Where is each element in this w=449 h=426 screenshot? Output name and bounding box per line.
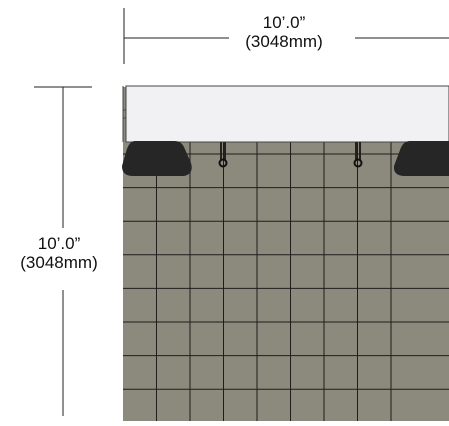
depth-metric: (3048mm) — [20, 253, 98, 272]
backwall-foot-left — [122, 141, 192, 176]
width-dimension-label: 10’.0” (3048mm) — [229, 13, 339, 51]
support-pole-right-base — [353, 158, 363, 168]
backwall — [122, 85, 449, 176]
width-dimension-line — [123, 8, 449, 64]
tile-grid — [123, 87, 449, 421]
depth-dimension-line — [34, 86, 92, 416]
depth-imperial: 10’.0” — [37, 234, 81, 253]
width-imperial: 10’.0” — [262, 13, 306, 32]
support-pole-right — [353, 142, 363, 168]
width-metric: (3048mm) — [245, 32, 323, 51]
support-pole-left — [218, 142, 228, 168]
backwall-panel — [125, 85, 449, 143]
depth-dimension-label: 10’.0” (3048mm) — [0, 234, 118, 272]
backwall-foot-right — [393, 141, 449, 176]
support-pole-left-base — [218, 158, 228, 168]
